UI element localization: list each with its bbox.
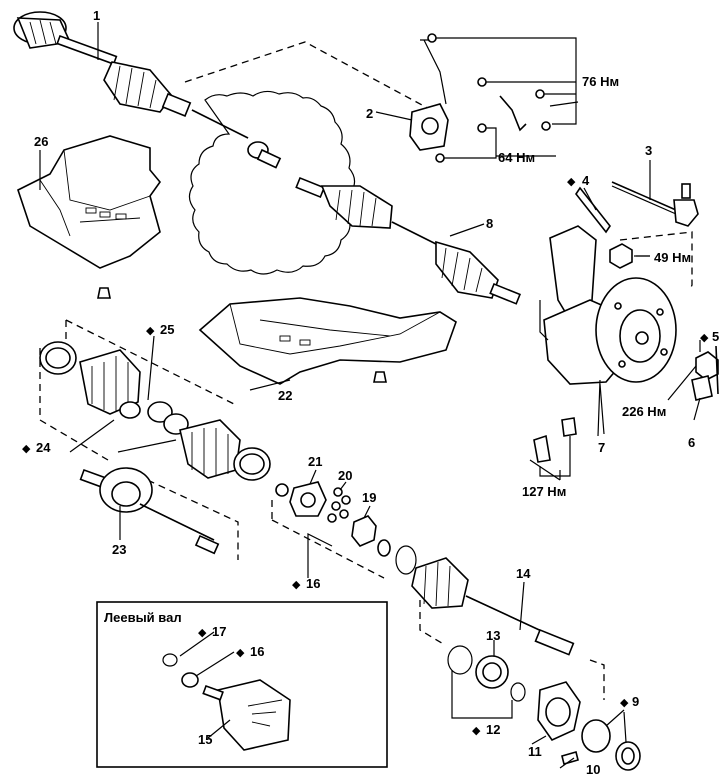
- lock-cap-6: [691, 375, 713, 401]
- bearing-13: [475, 655, 509, 689]
- callout-7: 7: [598, 440, 605, 455]
- diamond-9: ◆: [620, 697, 629, 709]
- ring-12a: [447, 645, 473, 675]
- dash-line-16: [271, 500, 385, 579]
- bracket-2: [409, 33, 577, 163]
- nut-226nm: [695, 351, 719, 381]
- drive-shaft-8: [295, 176, 522, 305]
- rollers-20: [327, 487, 351, 523]
- spider-19: [351, 515, 377, 547]
- nut-49nm: [609, 243, 633, 269]
- diamond-4: ◆: [567, 176, 576, 188]
- callout-19: 19: [362, 490, 376, 505]
- diamond-24: ◆: [22, 443, 31, 455]
- callout-5: 5: [712, 329, 719, 344]
- dash-line-knuckle: [619, 231, 693, 291]
- cotter-pin-5: [715, 345, 719, 395]
- callout-20: 20: [338, 468, 352, 483]
- callout-14: 14: [516, 566, 531, 581]
- seal-9a: [581, 719, 611, 753]
- bolt-127nm-a: [533, 434, 551, 463]
- torque-49: 49 Нм: [654, 250, 691, 265]
- inset-parts: [162, 653, 291, 751]
- callout-3: 3: [645, 143, 652, 158]
- callout-13: 13: [486, 628, 500, 643]
- torque-labels: 76 Нм 64 Нм 49 Нм 226 Нм 127 Нм: [498, 74, 691, 499]
- callout-4: 4: [582, 173, 590, 188]
- tripod-21: [289, 481, 327, 517]
- inner-shaft-23: [79, 467, 220, 555]
- dash-line-top: [184, 41, 436, 113]
- seal-9b-inner: [621, 747, 635, 765]
- diamond-16-inset: ◆: [236, 647, 245, 659]
- callout-22: 22: [278, 388, 292, 403]
- drive-shaft-1: [13, 11, 282, 169]
- dash-line-14: [419, 600, 605, 700]
- ring-12b: [510, 682, 526, 702]
- shield-26: [17, 135, 162, 299]
- transmission-outline: [188, 90, 356, 275]
- snap-ring-16: [377, 539, 391, 557]
- knuckle-hub-7: [539, 225, 677, 437]
- callout-16-inset: 16: [250, 644, 264, 659]
- inset-title: Леевый вал: [104, 610, 182, 625]
- callout-12: 12: [486, 722, 500, 737]
- diamond-16: ◆: [292, 579, 301, 591]
- callout-2: 2: [366, 106, 373, 121]
- callout-10: 10: [586, 762, 600, 777]
- dash-line-23: [125, 469, 239, 560]
- snap-ring-left: [275, 483, 289, 497]
- callout-21: 21: [308, 454, 322, 469]
- callout-25: 25: [160, 322, 174, 337]
- callout-16: 16: [306, 576, 320, 591]
- outer-shaft-14: [411, 557, 575, 656]
- clip-ring: [395, 545, 417, 575]
- callout-24: 24: [36, 440, 51, 455]
- callout-23: 23: [112, 542, 126, 557]
- leader-lines: [39, 22, 701, 769]
- tie-rod-3: [611, 181, 699, 227]
- callout-1: 1: [93, 8, 100, 23]
- torque-127: 127 Нм: [522, 484, 566, 499]
- boot-group-24: [39, 341, 271, 481]
- callout-6: 6: [688, 435, 695, 450]
- shield-22: [198, 297, 457, 385]
- cotter-pin-4: [575, 186, 611, 234]
- torque-226: 226 Нм: [622, 404, 666, 419]
- torque-76: 76 Нм: [582, 74, 619, 89]
- diamond-25: ◆: [146, 325, 155, 337]
- bolt-127nm-b: [561, 417, 577, 437]
- callout-17: 17: [212, 624, 226, 639]
- bolt-10: [561, 751, 579, 765]
- bearing-bracket-11: [537, 681, 581, 742]
- diamond-5: ◆: [700, 332, 709, 344]
- diamond-17: ◆: [198, 627, 207, 639]
- callout-15: 15: [198, 732, 212, 747]
- callout-labels: 1 2 3 4 ◆ 8 26 25 ◆ 22 5 ◆ 6 7 24 ◆ 21 2…: [22, 8, 719, 777]
- callout-8: 8: [486, 216, 493, 231]
- diamond-12: ◆: [472, 725, 481, 737]
- callout-26: 26: [34, 134, 48, 149]
- callout-11: 11: [528, 744, 542, 759]
- torque-64: 64 Нм: [498, 150, 535, 165]
- bracket-12: [451, 670, 513, 719]
- callout-9: 9: [632, 694, 639, 709]
